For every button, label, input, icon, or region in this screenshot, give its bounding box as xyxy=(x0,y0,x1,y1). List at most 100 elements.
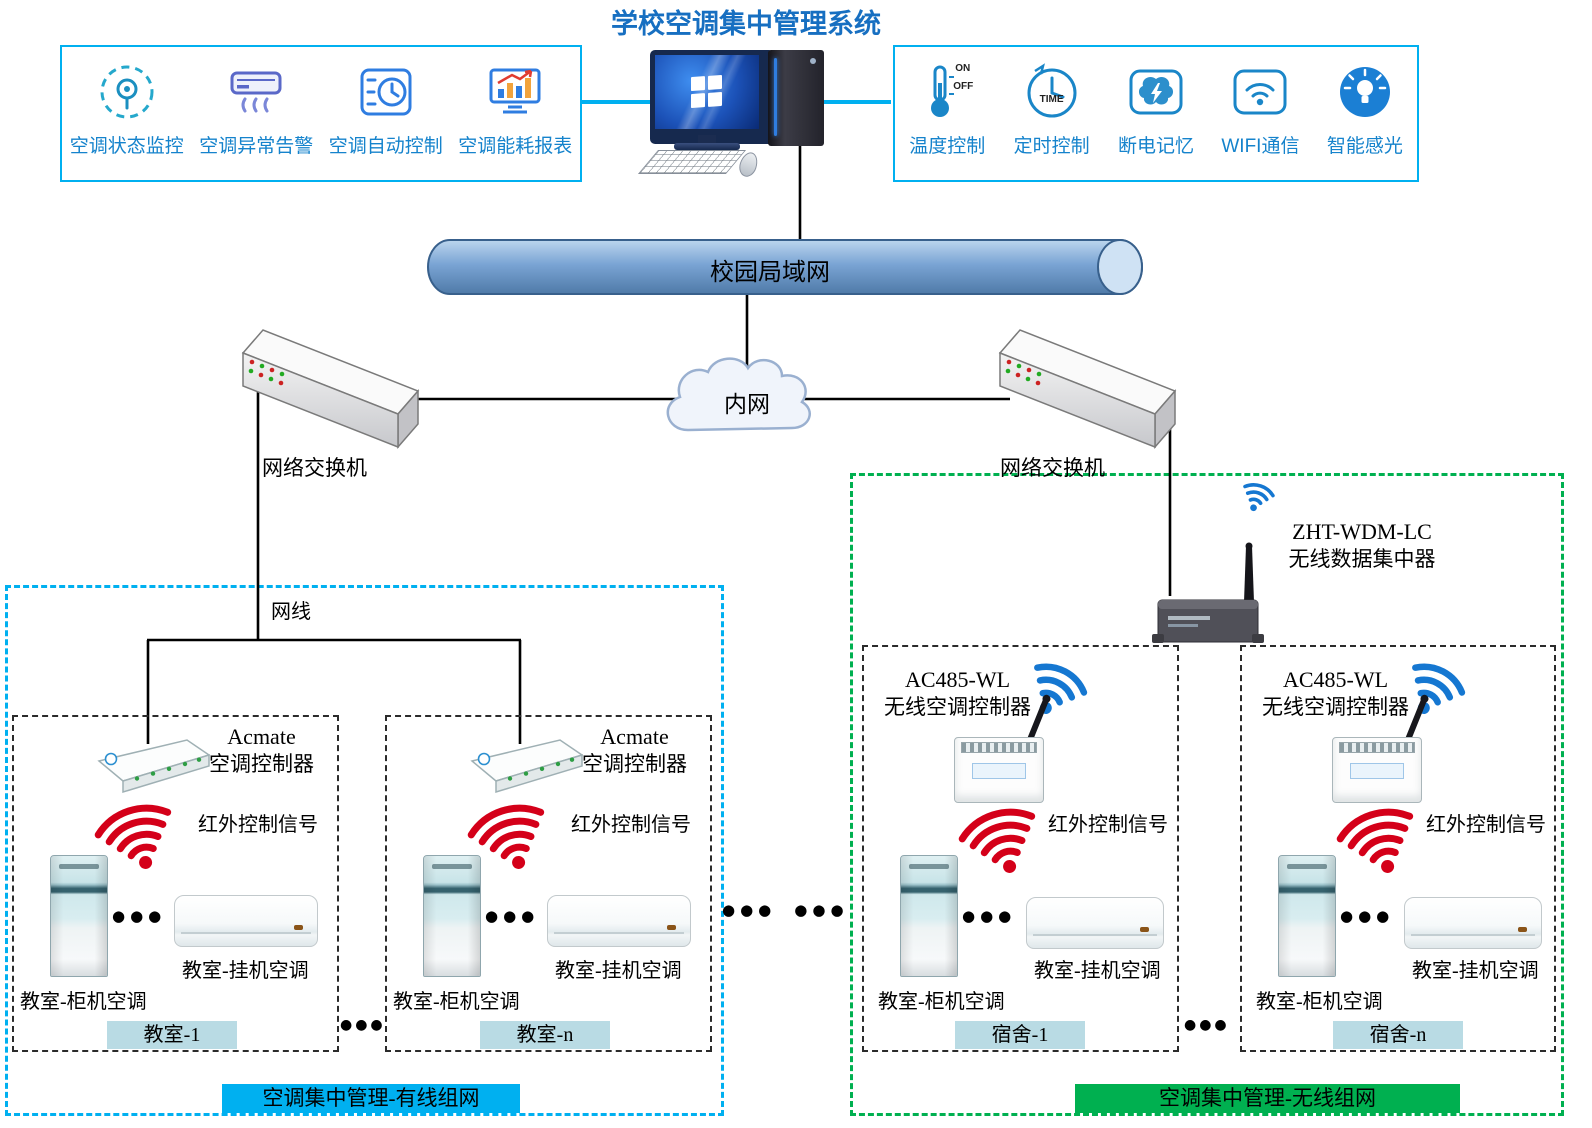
ellipsis-dots: ●●● xyxy=(962,907,1017,925)
controller-caption: AC485-WL 无线空调控制器 xyxy=(870,666,1045,720)
cloud-shape xyxy=(666,357,811,432)
ellipsis-dots: ●●● xyxy=(485,907,540,925)
monitor-screen xyxy=(655,55,759,129)
controller-model: Acmate xyxy=(600,724,669,749)
feature-label: 空调能耗报表 xyxy=(458,136,573,157)
ellipsis-dots: ●●● xyxy=(1184,1017,1230,1033)
infrared-label: 红外控制信号 xyxy=(198,814,318,836)
feature-temperature: ON OFF 温度控制 xyxy=(895,47,999,180)
wireless-zone-label: 空调集中管理-无线组网 xyxy=(1075,1084,1460,1113)
hub-wifi-icon xyxy=(1243,483,1275,512)
zone-ellipsis: ●●● ●●● xyxy=(722,903,849,918)
infrared-signal-icon xyxy=(94,804,172,869)
ac-alert-icon xyxy=(227,57,285,127)
cabinet-ac-unit xyxy=(423,855,481,977)
infrared-signal-icon xyxy=(958,808,1036,873)
cabinet-ac-label: 教室-柜机空调 xyxy=(1256,991,1383,1013)
windows-logo-icon xyxy=(691,74,722,109)
room-name-chip: 教室-n xyxy=(480,1021,610,1049)
wired-zone-label: 空调集中管理-有线组网 xyxy=(222,1084,520,1113)
controller-model: Acmate xyxy=(227,724,296,749)
controller-caption: Acmate 空调控制器 xyxy=(199,723,324,777)
wifi-comm-icon xyxy=(1231,57,1289,127)
network-switch-right xyxy=(998,329,1177,450)
cabinet-ac-unit xyxy=(1278,855,1336,977)
page-title: 学校空调集中管理系统 xyxy=(611,9,881,39)
feature-panel-left: 空调状态监控 空调异常告警 xyxy=(60,45,582,182)
monitor-base xyxy=(674,143,740,150)
acmate-controller-device xyxy=(97,739,211,794)
lan-label: 校园局域网 xyxy=(710,260,830,286)
wall-ac-unit xyxy=(1404,897,1542,949)
infrared-label: 红外控制信号 xyxy=(1426,814,1546,836)
pc-tower xyxy=(768,50,824,146)
power-memory-brain-icon xyxy=(1127,57,1185,127)
off-text: OFF xyxy=(953,81,974,92)
lan-pipe xyxy=(427,239,1143,295)
wireless-ac-controller-device xyxy=(1332,737,1422,803)
controller-type: 无线空调控制器 xyxy=(884,694,1031,719)
wireless-ac-controller-device xyxy=(954,737,1044,803)
infrared-label: 红外控制信号 xyxy=(571,814,691,836)
controller-caption: AC485-WL 无线空调控制器 xyxy=(1248,666,1423,720)
cabinet-ac-label: 教室-柜机空调 xyxy=(393,991,520,1013)
feature-status-monitor: 空调状态监控 xyxy=(62,47,192,180)
on-text: ON xyxy=(955,63,971,74)
cabinet-ac-label: 教室-柜机空调 xyxy=(878,991,1005,1013)
wall-ac-label: 教室-挂机空调 xyxy=(1412,960,1539,982)
wall-ac-label: 教室-挂机空调 xyxy=(1034,960,1161,982)
wall-ac-label: 教室-挂机空调 xyxy=(555,960,682,982)
desktop-monitor xyxy=(650,50,774,144)
feature-label: WIFI通信 xyxy=(1221,136,1300,157)
ellipsis-dots: ●●● xyxy=(340,1017,386,1033)
controller-caption: Acmate 空调控制器 xyxy=(572,723,697,777)
time-text: TIME xyxy=(1039,94,1064,105)
controller-type: 无线空调控制器 xyxy=(1262,694,1409,719)
controller-type: 空调控制器 xyxy=(209,751,314,776)
device-label-strip xyxy=(972,763,1026,779)
dorm-n-box: AC485-WL 无线空调控制器 红外控制信号 ●●● 教室-挂机空调 xyxy=(1240,645,1556,1052)
switch-leds xyxy=(248,359,285,386)
temperature-control-icon: ON OFF xyxy=(918,57,976,127)
hub-model: ZHT-WDM-LC xyxy=(1292,519,1432,544)
auto-control-clock-icon xyxy=(357,57,415,127)
switch-left-label: 网络交换机 xyxy=(262,456,367,480)
wall-ac-label: 教室-挂机空调 xyxy=(182,960,309,982)
feature-label: 定时控制 xyxy=(1013,136,1090,157)
feature-timer: TIME 定时控制 xyxy=(999,47,1103,180)
ellipsis-dots: ●●● xyxy=(112,907,167,925)
network-switch-left xyxy=(241,329,420,450)
room-name-chip: 宿舍-1 xyxy=(955,1021,1085,1049)
feature-label: 空调状态监控 xyxy=(69,136,184,157)
feature-memory: 断电记忆 xyxy=(1104,47,1208,180)
feature-auto-control: 空调自动控制 xyxy=(321,47,451,180)
feature-light-sensing: 智能感光 xyxy=(1313,47,1417,180)
wall-ac-unit xyxy=(1026,897,1164,949)
wired-zone-container xyxy=(5,585,724,1116)
cabinet-ac-unit xyxy=(50,855,108,977)
feature-label: 空调自动控制 xyxy=(328,136,443,157)
network-cable-label: 网线 xyxy=(268,595,314,624)
controller-model: AC485-WL xyxy=(904,667,1011,692)
feature-alarm: 空调异常告警 xyxy=(192,47,322,180)
classroom-n-box: Acmate 空调控制器 红外控制信号 ●●● 教室-挂机空调 教室-柜机空调 … xyxy=(385,715,712,1052)
feature-label: 断电记忆 xyxy=(1118,136,1195,157)
cloud-label: 内网 xyxy=(724,392,770,417)
controller-type: 空调控制器 xyxy=(582,751,687,776)
network-links xyxy=(146,144,1172,744)
wall-ac-unit xyxy=(174,895,318,947)
monitor-stand xyxy=(698,135,716,144)
ellipsis-dots: ●●● xyxy=(722,901,777,919)
infrared-label: 红外控制信号 xyxy=(1048,814,1168,836)
classroom-1-box: Acmate 空调控制器 红外控制信号 ●●● 教室-挂机空调 教室-柜机空调 … xyxy=(12,715,339,1052)
hub-type: 无线数据集中器 xyxy=(1288,546,1436,571)
timer-control-icon: TIME xyxy=(1023,57,1081,127)
terminal-strip xyxy=(1339,742,1415,753)
wall-ac-unit xyxy=(547,895,691,947)
feature-label: 智能感光 xyxy=(1326,136,1403,157)
energy-report-icon xyxy=(486,57,544,127)
feature-wifi: WIFI通信 xyxy=(1208,47,1312,180)
room-name-chip: 教室-1 xyxy=(107,1021,237,1049)
